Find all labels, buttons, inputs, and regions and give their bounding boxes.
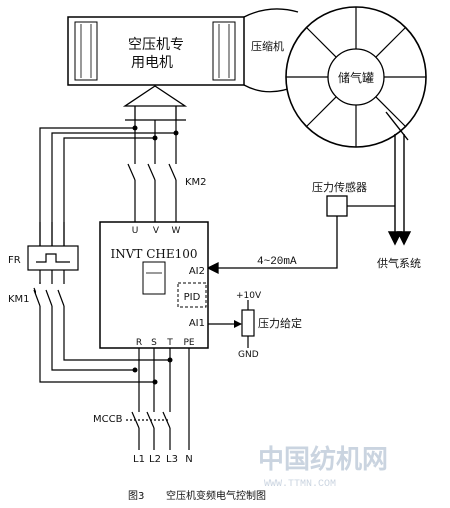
compressor-tank-wheel: 压缩机 储气罐 xyxy=(251,6,427,148)
input-nodes xyxy=(132,357,173,385)
caption-number: 图3 xyxy=(128,490,144,502)
setpoint-label: 压力给定 xyxy=(258,316,302,330)
air-supply-pipe xyxy=(385,111,412,246)
terminal-w: W xyxy=(172,226,181,236)
vfd-display xyxy=(142,261,166,295)
pid-box xyxy=(177,282,207,308)
terminal-v: V xyxy=(153,226,160,236)
line-l3: L3 xyxy=(166,454,178,465)
watermark: 中国纺机网 WWW.TTMN.COM xyxy=(258,444,388,490)
ai2-label: AI2 xyxy=(189,266,205,277)
sensor-label: 压力传感器 xyxy=(312,181,367,194)
km2-label: KM2 xyxy=(185,177,207,188)
input-wiring xyxy=(126,348,190,450)
mccb-label: MCCB xyxy=(93,414,123,425)
signal-line xyxy=(206,216,338,275)
line-l2: L2 xyxy=(149,454,161,465)
terminal-pe: PE xyxy=(183,338,194,348)
motor-label-line1: 空压机专 xyxy=(128,37,184,53)
signal-label: 4~20mA xyxy=(257,256,297,268)
line-l1: L1 xyxy=(133,454,145,465)
line-n: N xyxy=(185,454,192,465)
caption-title: 空压机变频电气控制图 xyxy=(166,489,266,502)
fr-label: FR xyxy=(8,255,21,266)
pressure-sensor: 压力传感器 xyxy=(312,181,395,217)
ground-label: GND xyxy=(238,350,259,360)
km1-label: KM1 xyxy=(8,294,30,305)
tank-label: 储气罐 xyxy=(338,70,374,85)
watermark-url: WWW.TTMN.COM xyxy=(264,479,336,490)
terminal-r: R xyxy=(136,338,142,348)
vfd-model: INVT CHE100 xyxy=(110,247,197,261)
fr-relay xyxy=(27,222,79,271)
terminal-u: U xyxy=(132,226,139,236)
motor-block: 空压机专 用电机 xyxy=(67,16,245,86)
terminal-t: T xyxy=(166,338,173,348)
terminal-s: S xyxy=(151,338,157,348)
output-wiring xyxy=(127,120,177,222)
compressor-label: 压缩机 xyxy=(251,39,284,53)
supply-label: 供气系统 xyxy=(377,256,421,270)
motor-label-line2: 用电机 xyxy=(131,55,173,71)
power-plus-label: +10V xyxy=(236,291,262,301)
ai1-label: AI1 xyxy=(189,318,205,329)
motor-terminal-arrow xyxy=(122,85,188,121)
potentiometer xyxy=(234,309,255,337)
km1-blades xyxy=(33,289,65,307)
watermark-cn: 中国纺机网 xyxy=(258,444,388,475)
pid-label: PID xyxy=(184,292,201,303)
vfd-unit: INVT CHE100 PID AI2 AI1 U V W R S T PE xyxy=(99,221,209,349)
